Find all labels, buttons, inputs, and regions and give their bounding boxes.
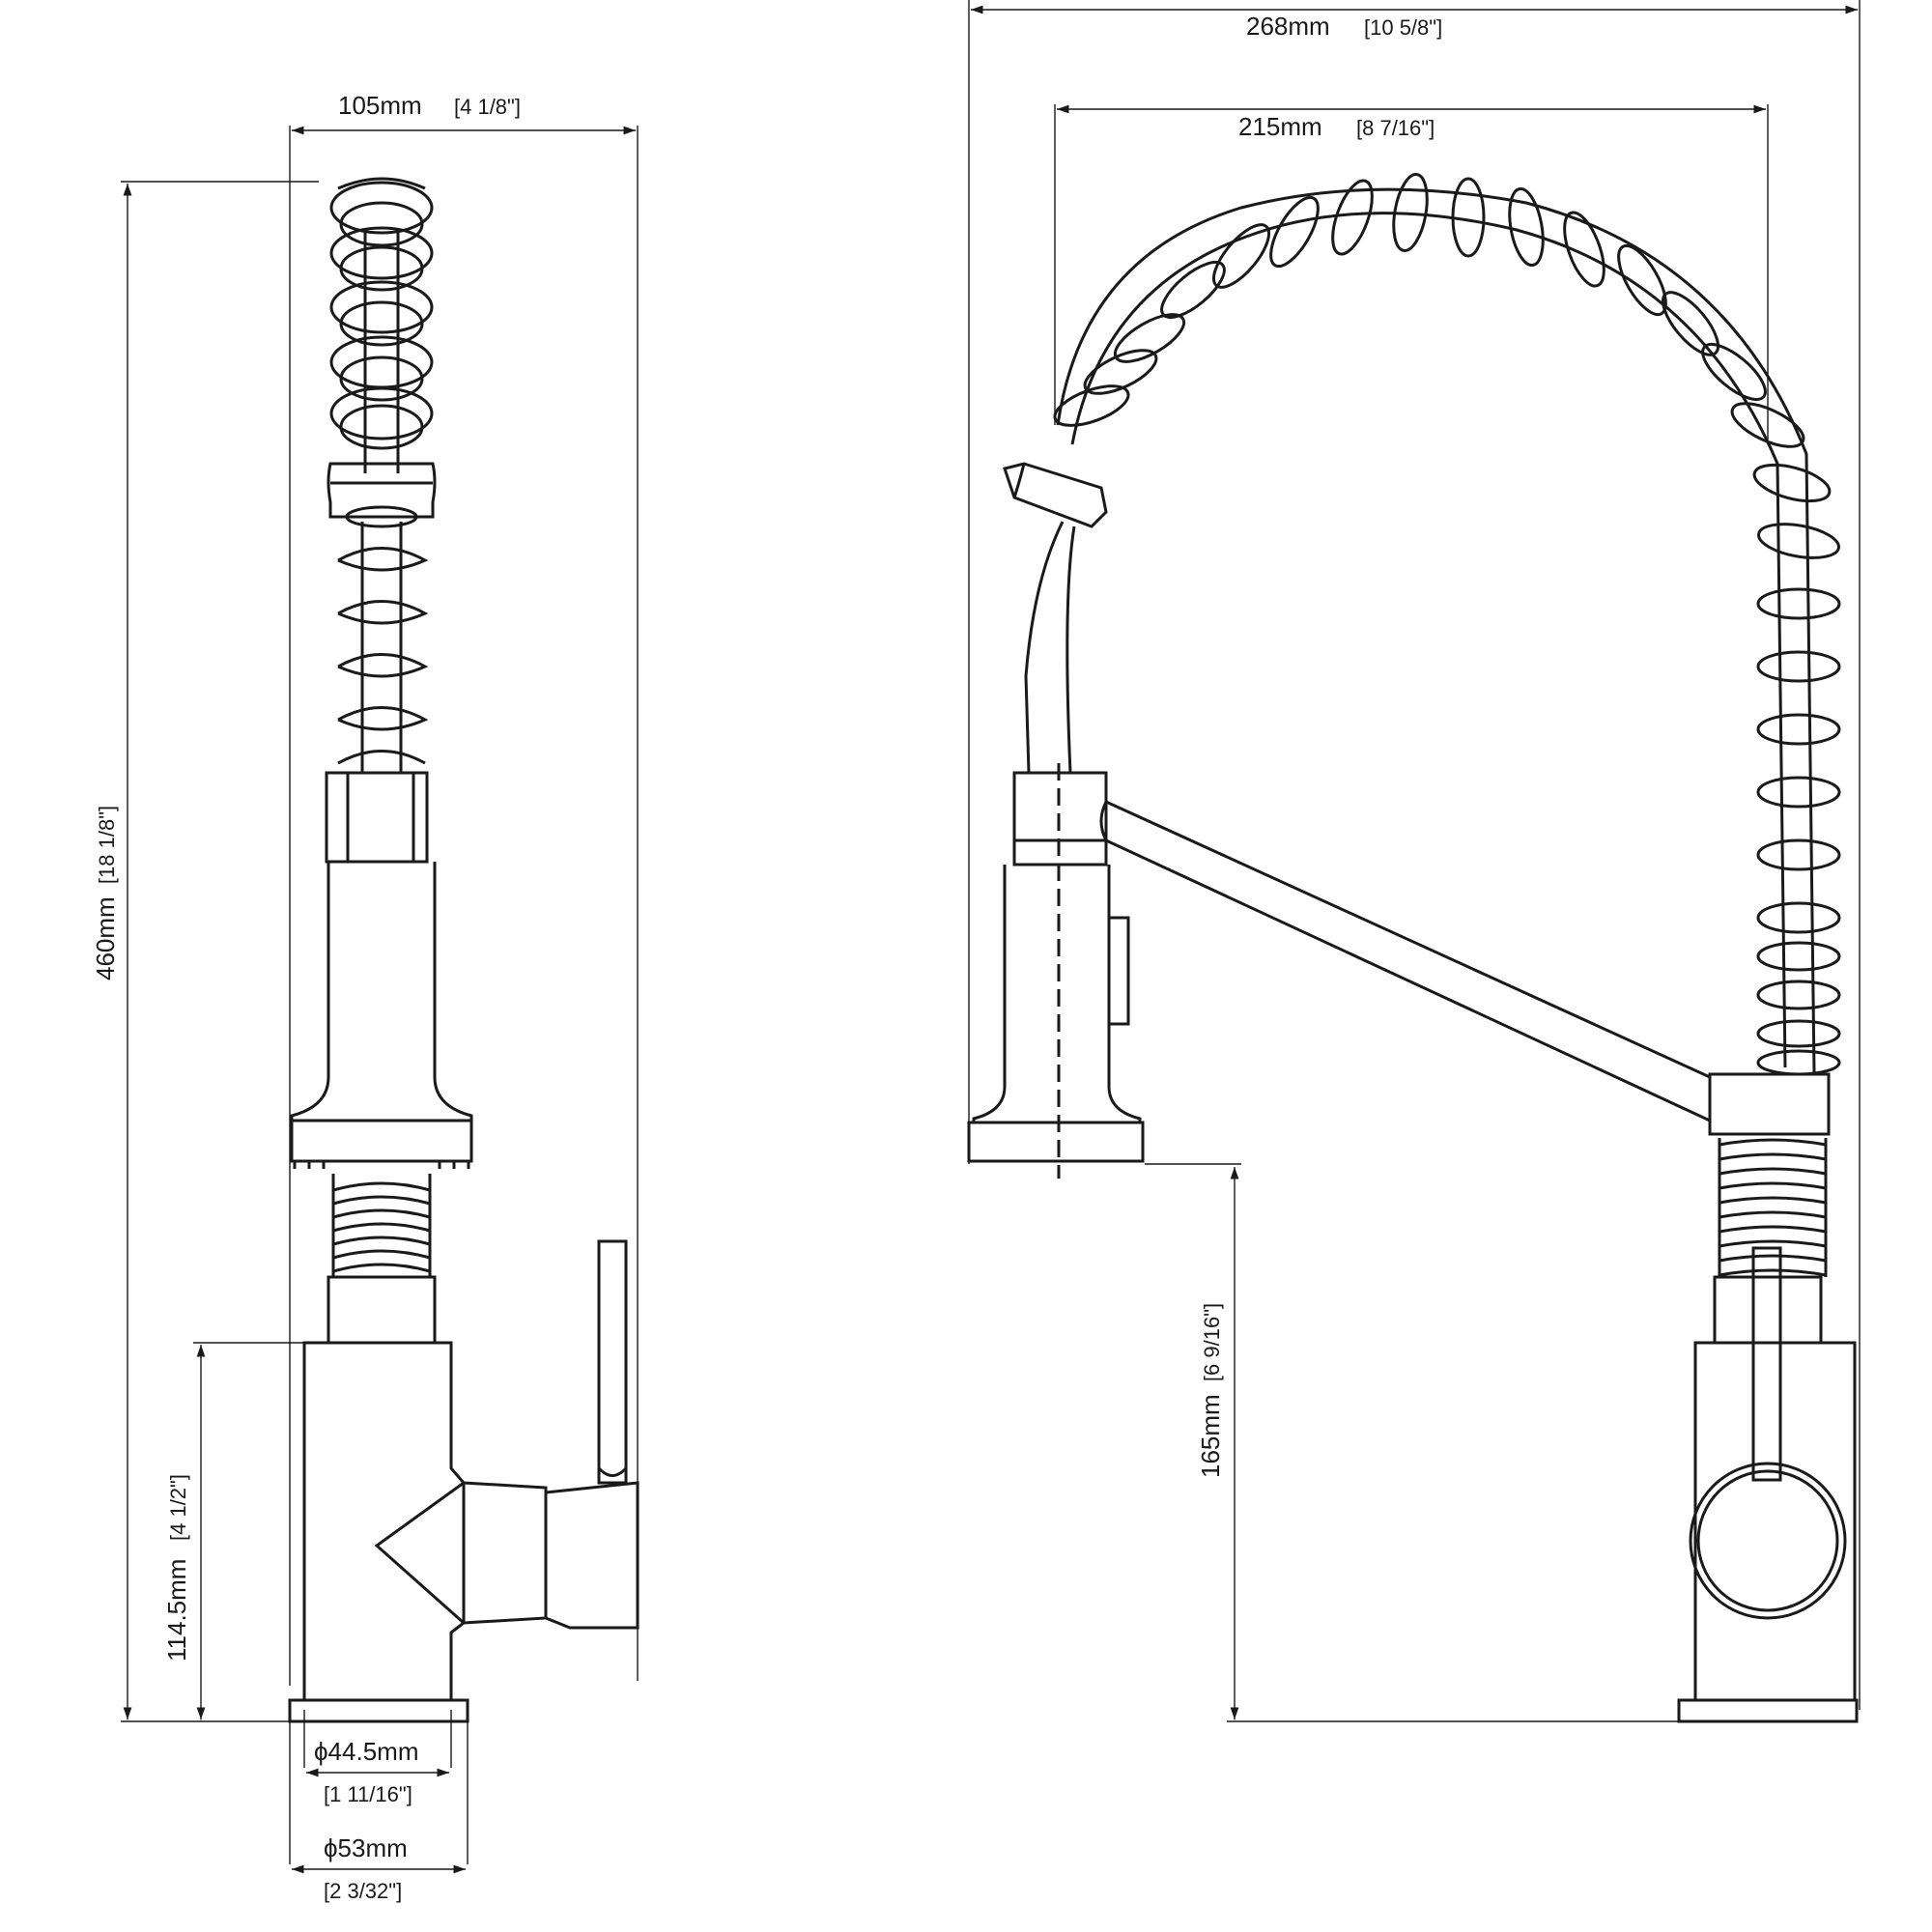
side-sprayer-head <box>290 771 473 1169</box>
front-spout-arm <box>1099 800 1831 1136</box>
front-hose-collar <box>1003 462 1108 774</box>
front-dimension-lines <box>971 5 1858 1719</box>
side-body-dia-mm: ϕ44.5mm <box>314 1737 418 1766</box>
front-arc-mm: 215mm <box>1238 112 1322 141</box>
side-base-dia-mm: ϕ53mm <box>324 1833 408 1862</box>
side-extension-lines <box>121 126 639 1864</box>
side-hose-lower-spring <box>337 522 429 773</box>
side-view: 105mm [4 1/8"] 460mm [18 1/8"] 114.5mm [… <box>91 91 639 1903</box>
front-spout-height-mm: 165mm <box>1196 1394 1225 1478</box>
front-view: 268mm [10 5/8"] 215mm [8 7/16"] 165mm [6… <box>967 0 1861 1723</box>
side-height-mm: 460mm <box>91 896 120 980</box>
front-spout-height-label: 165mm [6 9/16"] <box>1196 1303 1225 1478</box>
side-spring-head <box>329 177 434 473</box>
side-height-label: 460mm [18 1/8"] <box>91 806 120 980</box>
front-arc-hose <box>1056 187 1816 1073</box>
front-body <box>1677 1138 1859 1723</box>
front-spout-height-in: [6 9/16"] <box>1200 1303 1224 1381</box>
front-extension-lines <box>968 0 1861 1722</box>
side-body <box>288 1174 639 1723</box>
side-body-dia-in: [1 11/16"] <box>324 1782 412 1806</box>
front-arc-coils <box>1053 173 1841 1076</box>
side-base-dia-in: [2 3/32"] <box>324 1879 402 1903</box>
side-body-height-in: [4 1/2"] <box>166 1474 190 1541</box>
side-body-height-mm: 114.5mm <box>162 1559 191 1662</box>
side-width-mm: 105mm <box>338 91 422 120</box>
front-sprayer <box>967 763 1145 1179</box>
front-reach-mm: 268mm <box>1246 12 1330 41</box>
side-height-in: [18 1/8"] <box>95 806 119 884</box>
side-collar-ring <box>327 462 437 528</box>
side-dimension-lines <box>123 126 636 1874</box>
side-width-in: [4 1/8"] <box>454 95 521 119</box>
front-arc-in: [8 7/16"] <box>1356 116 1435 140</box>
front-reach-in: [10 5/8"] <box>1364 15 1442 40</box>
